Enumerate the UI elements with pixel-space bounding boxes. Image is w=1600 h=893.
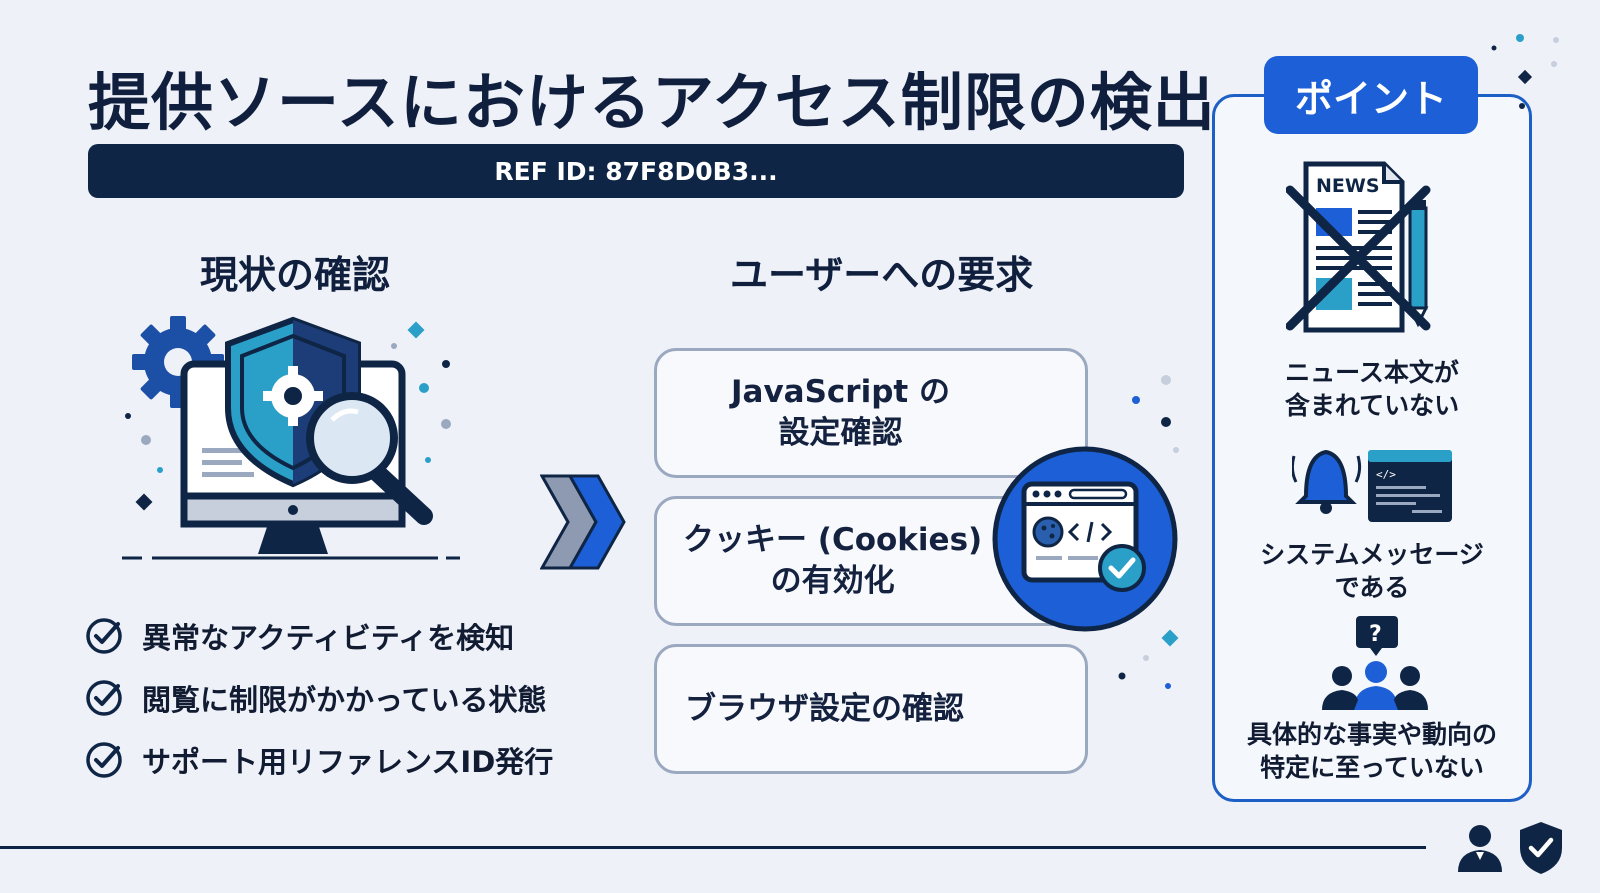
ref-id-text: REF ID: 87F8D0B3... xyxy=(494,156,778,186)
request-card-line: 設定確認 xyxy=(778,415,903,451)
decorative-dots xyxy=(1491,34,1559,109)
status-heading: 現状の確認 xyxy=(200,253,391,297)
request-heading: ユーザーへの要求 xyxy=(730,253,1034,297)
request-card-line: クッキー (Cookies) xyxy=(683,522,983,558)
point-item-line: 特定に至っていない xyxy=(1260,753,1484,782)
news-label: NEWS xyxy=(1316,175,1380,197)
request-card: ブラウザ設定の確認 xyxy=(654,644,1088,774)
point-item-line: である xyxy=(1334,573,1410,602)
people-question-icon: ? xyxy=(1322,616,1428,710)
request-card-line: の有効化 xyxy=(770,563,895,599)
request-card-text: クッキー (Cookies) の有効化 xyxy=(683,520,982,602)
point-item-line: ニュース本文が xyxy=(1285,358,1459,387)
check-circle-icon xyxy=(86,618,122,654)
point-item-text: ニュース本文が 含まれていない xyxy=(1212,356,1532,422)
request-card-text: ブラウザ設定の確認 xyxy=(685,689,964,730)
check-circle-icon xyxy=(86,680,122,716)
point-badge: ポイント xyxy=(1264,56,1478,134)
check-item: サポート用リファレンスID発行 xyxy=(84,740,553,780)
check-label: 異常なアクティビティを検知 xyxy=(142,621,515,655)
point-item-text: システムメッセージ である xyxy=(1212,538,1532,604)
ref-id-bar: REF ID: 87F8D0B3... xyxy=(88,144,1184,198)
point-item-line: システムメッセージ xyxy=(1260,540,1484,569)
crossed-news-icon: NEWS xyxy=(1286,161,1431,333)
point-item-line: 含まれていない xyxy=(1284,391,1460,420)
request-card-text: JavaScript の 設定確認 xyxy=(731,372,950,454)
point-item-line: 具体的な事実や動向の xyxy=(1246,720,1497,749)
check-circle-icon xyxy=(86,742,122,778)
request-card-line: JavaScript の xyxy=(731,374,950,410)
point-item-text: 具体的な事実や動向の 特定に至っていない xyxy=(1212,718,1532,784)
footer-divider xyxy=(0,846,1426,849)
bell-console-icon: </> xyxy=(1292,449,1452,522)
browser-cookie-icon xyxy=(992,446,1178,632)
request-card-line: ブラウザ設定の確認 xyxy=(685,690,964,727)
bell-icon xyxy=(1292,449,1362,514)
shield-check-icon xyxy=(1520,822,1562,874)
check-item: 異常なアクティビティを検知 xyxy=(84,616,514,656)
check-label: サポート用リファレンスID発行 xyxy=(142,745,554,779)
svg-text:</>: </> xyxy=(1376,468,1396,481)
request-card: JavaScript の 設定確認 xyxy=(654,348,1088,478)
check-item: 閲覧に制限がかかっている状態 xyxy=(84,678,547,718)
page-title: 提供ソースにおけるアクセス制限の検出 xyxy=(88,66,1216,139)
double-chevron-right-icon xyxy=(540,474,626,570)
console-window-icon: </> xyxy=(1368,450,1452,522)
decorative-dots xyxy=(1118,375,1179,689)
security-monitor-illustration xyxy=(122,316,460,560)
magnifier-icon xyxy=(306,392,433,525)
user-icon xyxy=(1458,825,1502,872)
check-label: 閲覧に制限がかかっている状態 xyxy=(142,683,547,717)
question-mark: ? xyxy=(1369,622,1382,647)
